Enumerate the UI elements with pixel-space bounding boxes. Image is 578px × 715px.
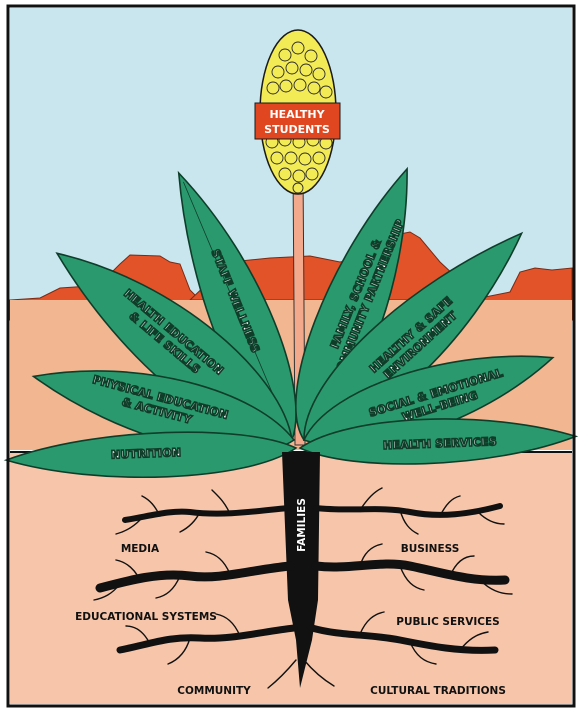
flower-label-line1: HEALTHY (269, 108, 325, 121)
root-label-community: COMMUNITY (177, 685, 251, 697)
root-label-media: MEDIA (121, 543, 160, 555)
root-label-cultural-traditions: CULTURAL TRADITIONS (370, 685, 506, 697)
flower-label-line2: STUDENTS (264, 123, 330, 136)
root-label-educational-systems: EDUCATIONAL SYSTEMS (75, 611, 217, 623)
root-label-business: BUSINESS (401, 543, 460, 555)
nutrition-label: NUTRITION (111, 446, 182, 461)
trunk-label-families: FAMILIES (296, 498, 308, 552)
root-label-public-services: PUBLIC SERVICES (396, 616, 499, 628)
